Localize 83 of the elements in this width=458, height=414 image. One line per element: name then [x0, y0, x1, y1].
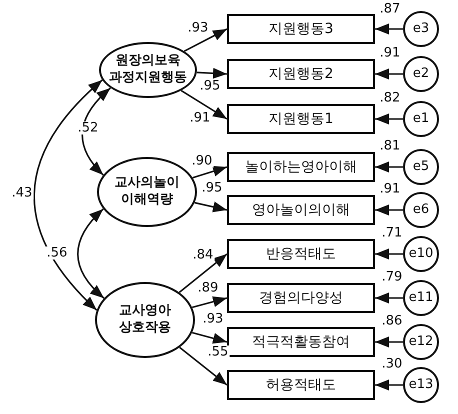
indicator-box: [227, 195, 375, 225]
error-circle: [403, 324, 439, 360]
arrow: [375, 380, 403, 390]
node-label: e1: [412, 110, 430, 128]
arrow: [34, 79, 103, 311]
edge-label: .56: [46, 246, 68, 260]
arrow: [180, 90, 228, 120]
arrow: [375, 292, 403, 304]
arrow: [192, 166, 228, 178]
edge-label: .93: [186, 22, 210, 34]
arrow: [375, 162, 403, 172]
arrow: [375, 248, 403, 260]
latent-ellipse: [95, 282, 195, 358]
edge-label: .87: [378, 2, 402, 16]
edge-label: .71: [380, 226, 404, 240]
arrow: [184, 28, 228, 52]
edge-label: .89: [196, 282, 220, 294]
arrow: [77, 208, 105, 299]
arrow: [82, 87, 111, 176]
node-label: e11: [408, 290, 434, 306]
edge-label: .82: [378, 92, 402, 104]
indicator-box: [227, 104, 375, 134]
node-label: 허용적태도: [266, 376, 336, 394]
arrow: [192, 332, 228, 344]
node-label: e2: [412, 66, 430, 82]
node-label: e6: [412, 202, 430, 218]
error-circle: [403, 101, 439, 137]
error-circle: [403, 149, 439, 185]
node-label: 영아놀이의이해: [252, 200, 350, 220]
indicator-box: [227, 59, 375, 89]
indicator-box: [227, 283, 375, 313]
indicator-box: [227, 239, 375, 269]
arrow: [194, 202, 228, 212]
edge-label: .95: [200, 182, 224, 194]
arrow: [178, 253, 228, 293]
edge-label: .43: [10, 186, 34, 200]
edge-label: .95: [198, 80, 222, 92]
error-circle: [403, 280, 439, 316]
error-circle: [403, 11, 439, 47]
edge-label: .86: [380, 314, 404, 328]
node-label: 지원행동3: [268, 20, 334, 38]
node-label: e3: [412, 20, 430, 38]
error-circle: [403, 236, 439, 272]
node-label: 경험의다양성: [259, 288, 343, 308]
edge-label: .30: [380, 358, 404, 370]
arrow: [375, 204, 403, 216]
arrow: [375, 114, 403, 124]
edge-label: .91: [378, 46, 402, 60]
edge-label: .52: [76, 122, 100, 134]
error-circle: [403, 56, 439, 92]
edge-label: .79: [380, 270, 404, 284]
arrow: [375, 68, 403, 80]
node-label: 교사의놀이 이해역량: [114, 175, 180, 209]
edge-label: .84: [192, 248, 214, 262]
arrow: [196, 68, 228, 79]
latent-ellipse: [99, 42, 197, 98]
node-label: e13: [408, 376, 434, 394]
node-label: e12: [408, 334, 434, 350]
node-label: 원장의보육 과정지원행동: [108, 53, 188, 87]
node-label: e10: [408, 246, 434, 262]
node-label: 반응적태도: [266, 244, 336, 264]
edge-label: .91: [378, 182, 402, 196]
arrow: [192, 296, 228, 308]
indicator-box: [227, 327, 375, 357]
node-label: 적극적활동참여: [252, 332, 350, 352]
indicator-box: [227, 14, 375, 44]
node-label: 지원행동2: [268, 64, 334, 84]
arrow: [375, 336, 403, 348]
edge-label: .55: [206, 346, 230, 358]
edge-label: .90: [190, 154, 214, 168]
arrow: [375, 24, 403, 34]
edge-label: .91: [188, 112, 212, 124]
arrow: [179, 346, 228, 386]
indicator-box: [227, 370, 375, 400]
node-label: 놀이하는영아이해: [245, 158, 357, 176]
node-label: 지원행동1: [268, 110, 334, 128]
error-circle: [403, 192, 439, 228]
edge-label: .81: [378, 140, 402, 152]
indicator-box: [227, 152, 375, 182]
error-circle: [403, 367, 439, 403]
edge-label: .93: [202, 312, 224, 326]
node-label: e5: [412, 158, 430, 176]
node-label: 교사영아 상호작용: [118, 303, 172, 337]
